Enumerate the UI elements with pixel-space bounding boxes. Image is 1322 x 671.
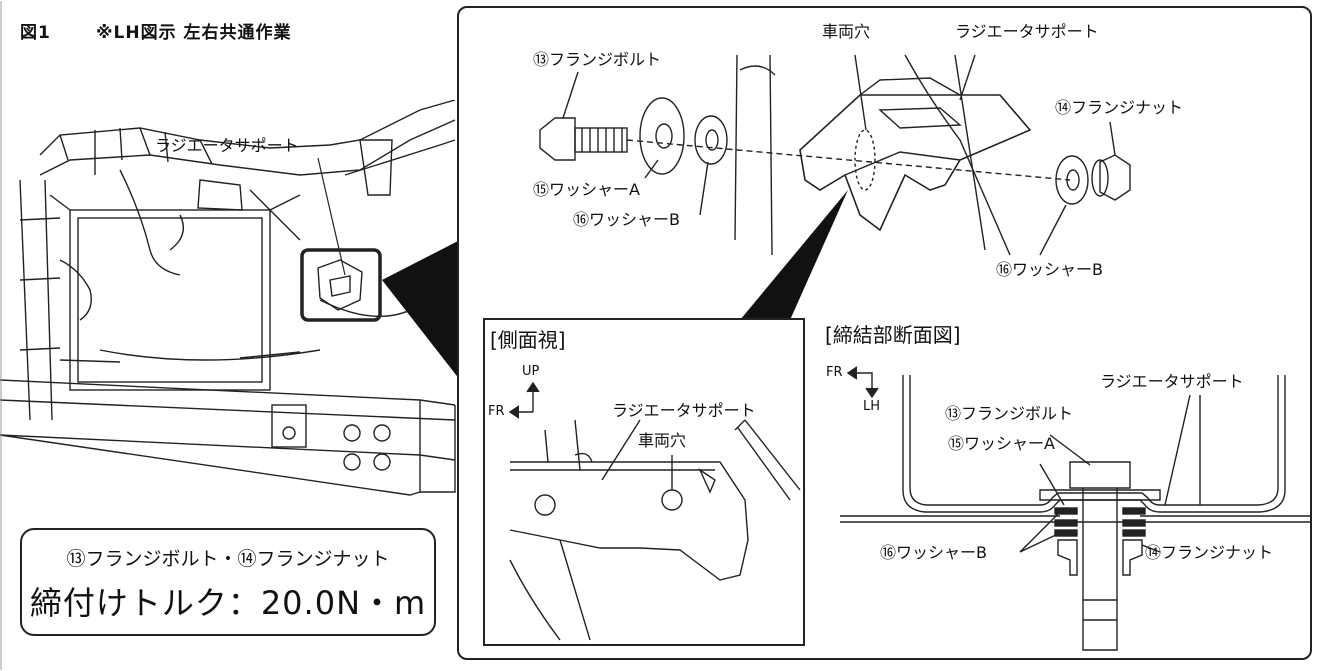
exploded-flange-nut-label: ⑭フランジナット — [1055, 98, 1184, 117]
side-view-vehicle-hole-label: 車両穴 — [638, 431, 687, 450]
figure-number: 図1 — [20, 23, 51, 43]
section-view-lh-label: LH — [863, 399, 881, 414]
overview-illustration — [0, 100, 460, 496]
side-view-up-label: UP — [522, 364, 540, 379]
side-view-radiator-support-label: ラジエータサポート — [612, 401, 756, 420]
section-view-fr-label: FR — [826, 365, 843, 380]
side-view-title: [側面視] — [490, 328, 566, 352]
side-view-fr-label: FR — [488, 404, 505, 419]
section-view-washer-a-label: ⑮ワッシャーA — [948, 434, 1055, 453]
torque-parts-text: ⑬フランジボルト・⑭フランジナット — [66, 548, 390, 570]
section-view-title: [締結部断面図] — [825, 323, 961, 347]
section-view-flange-nut-label: ⑭フランジナット — [1145, 543, 1274, 562]
exploded-washer-b-label: ⑯ワッシャーB — [573, 210, 680, 229]
figure-note: ※LH図示 左右共通作業 — [96, 23, 292, 43]
overview-radiator-support-label: ラジエータサポート — [155, 136, 299, 155]
torque-spec-box: ⑬フランジボルト・⑭フランジナット 締付けトルク：20.0N・m — [20, 528, 436, 636]
exploded-flange-bolt-label: ⑬フランジボルト — [533, 50, 662, 69]
exploded-radiator-support-label: ラジエータサポート — [955, 22, 1099, 41]
section-view-washer-b-label: ⑯ワッシャーB — [880, 543, 987, 562]
section-view-flange-bolt-label: ⑬フランジボルト — [945, 404, 1074, 423]
exploded-vehicle-hole-label: 車両穴 — [822, 22, 871, 41]
torque-value-text: 締付けトルク：20.0N・m — [29, 584, 427, 622]
exploded-washer-a-label: ⑮ワッシャーA — [533, 180, 640, 199]
section-view-radiator-support-label: ラジエータサポート — [1100, 372, 1244, 391]
exploded-washer-b-right-label: ⑯ワッシャーB — [996, 260, 1103, 279]
